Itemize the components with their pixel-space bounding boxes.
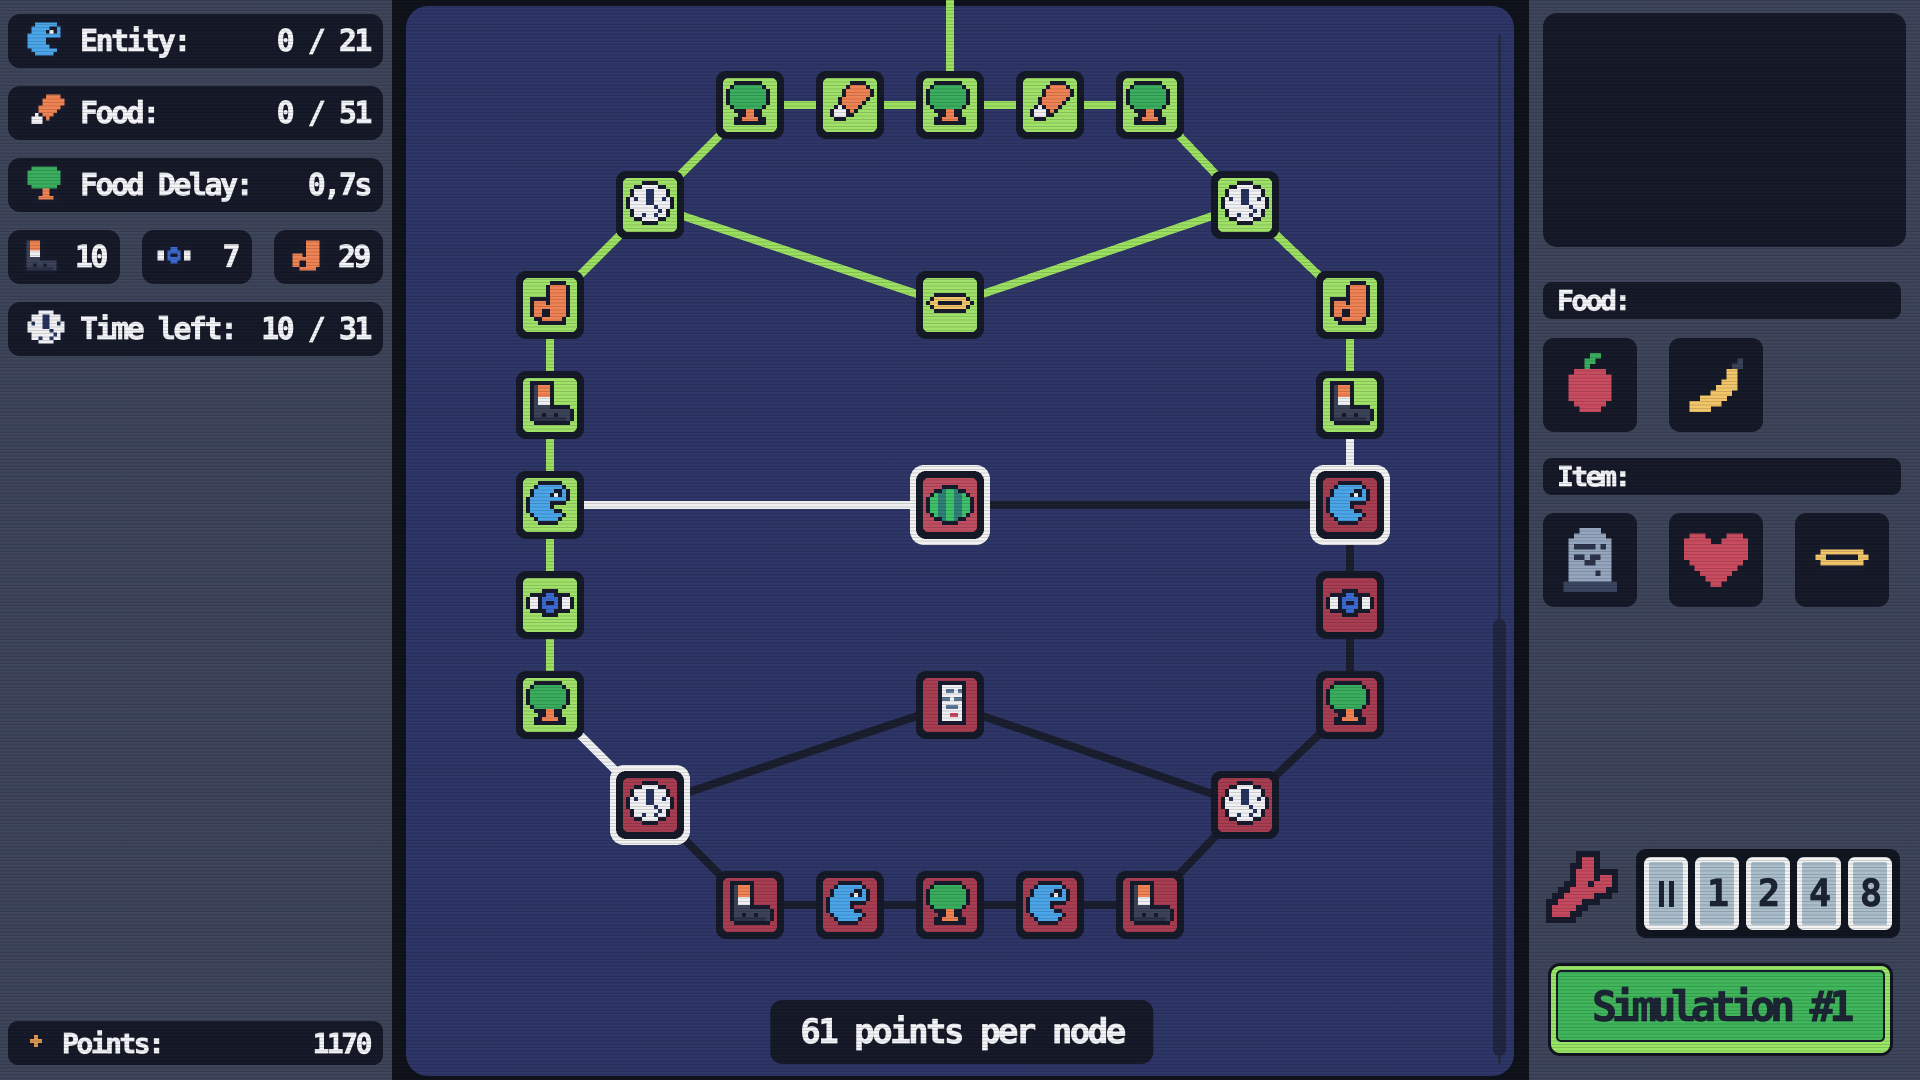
- tooltip-label: 61 points per node: [800, 1012, 1127, 1053]
- speed-button-pause[interactable]: [1644, 857, 1688, 930]
- food-delay-label: Food Delay:: [80, 167, 254, 203]
- points-panel: Points: 1170: [8, 1021, 383, 1065]
- map-node-stomach[interactable]: [516, 271, 584, 339]
- map-scrollbar-thumb[interactable]: [1493, 619, 1506, 1056]
- map-node-entity[interactable]: [1310, 465, 1390, 545]
- speed-button-label: 2: [1757, 872, 1781, 916]
- map-edge-dark: [648, 701, 952, 809]
- simulation-map: 61 points per node: [406, 6, 1514, 1076]
- speed-button-label: 1: [1706, 872, 1730, 916]
- points-value: 1170: [312, 1026, 373, 1060]
- wrench-pixel-icon: [1546, 848, 1619, 926]
- left-sidebar: Entity: 0 / 21 Food: 0 / 51 Food Delay: …: [0, 0, 392, 1080]
- tombstone-icon: [1558, 528, 1622, 593]
- food-stat-panel: Food: 0 / 51: [8, 86, 383, 140]
- map-node-boot[interactable]: [716, 871, 784, 939]
- map-edge-dark: [948, 701, 1247, 809]
- food-slot-banana[interactable]: [1669, 338, 1763, 432]
- map-node-clock[interactable]: [616, 171, 684, 239]
- map-node-tree[interactable]: [716, 71, 784, 139]
- eye-icon: [154, 237, 195, 277]
- map-node-clock[interactable]: [1211, 771, 1279, 839]
- time-left-label: Time left:: [80, 311, 239, 347]
- time-left-stat-panel: Time left: 10 / 31: [8, 302, 383, 356]
- map-node-eye[interactable]: [1316, 571, 1384, 639]
- food-section-header: Food:: [1543, 282, 1901, 319]
- eye-stat-panel: 7: [142, 230, 252, 284]
- banana-icon: [1684, 353, 1748, 417]
- halo-icon: [1810, 528, 1875, 592]
- pause-icon: [1658, 880, 1674, 907]
- heart-icon: [1684, 528, 1749, 592]
- map-edge-green: [948, 201, 1247, 309]
- map-node-boot[interactable]: [1316, 371, 1384, 439]
- map-node-entity[interactable]: [816, 871, 884, 939]
- speed-button-x8[interactable]: 8: [1848, 857, 1892, 930]
- map-node-drumstick[interactable]: [816, 71, 884, 139]
- stomach-icon: [286, 237, 326, 277]
- item-slot-heart[interactable]: [1669, 513, 1763, 607]
- speed-button-x2[interactable]: 2: [1746, 857, 1790, 930]
- map-node-boot[interactable]: [1116, 871, 1184, 939]
- drumstick-icon: [24, 91, 69, 135]
- map-node-entity[interactable]: [516, 471, 584, 539]
- map-node-watermelon[interactable]: [910, 465, 990, 545]
- apple-icon: [1558, 353, 1622, 417]
- entity-stat-panel: Entity: 0 / 21: [8, 14, 383, 68]
- eye-value: 7: [222, 239, 241, 275]
- preview-box: [1543, 13, 1906, 247]
- map-node-note[interactable]: [916, 671, 984, 739]
- item-section-header: Item:: [1543, 458, 1901, 495]
- map-node-tree[interactable]: [516, 671, 584, 739]
- map-node-boot[interactable]: [516, 371, 584, 439]
- points-label: Points:: [62, 1026, 166, 1060]
- map-node-clock[interactable]: [610, 765, 690, 845]
- map-scrollbar-track: [1498, 34, 1501, 1064]
- entity-value: 0 / 21: [276, 23, 373, 59]
- simulation-button[interactable]: Simulation #1: [1548, 963, 1893, 1056]
- simulation-button-label: Simulation #1: [1591, 981, 1855, 1031]
- food-section-label: Food:: [1557, 284, 1632, 318]
- boot-value: 10: [74, 239, 109, 275]
- food-label: Food:: [80, 95, 161, 131]
- map-node-tree[interactable]: [1316, 671, 1384, 739]
- item-slot-tombstone[interactable]: [1543, 513, 1637, 607]
- entity-label: Entity:: [80, 23, 192, 59]
- points-per-node-tooltip: 61 points per node: [770, 1000, 1154, 1064]
- wrench-icon: [1546, 848, 1619, 926]
- item-slot-halo[interactable]: [1795, 513, 1889, 607]
- speed-button-label: 4: [1808, 872, 1832, 916]
- stomach-value: 29: [337, 239, 372, 275]
- speed-button-x1[interactable]: 1: [1695, 857, 1739, 930]
- plus-icon: [24, 1031, 48, 1055]
- tree-icon: [24, 163, 68, 207]
- map-node-clock[interactable]: [1211, 171, 1279, 239]
- food-delay-value: 0,7s: [307, 167, 372, 203]
- map-node-entity[interactable]: [1016, 871, 1084, 939]
- boot-stat-panel: 10: [8, 230, 120, 284]
- food-slot-apple[interactable]: [1543, 338, 1637, 432]
- speed-button-x4[interactable]: 4: [1797, 857, 1841, 930]
- stomach-stat-panel: 29: [274, 230, 383, 284]
- map-edge-green-cap: [946, 0, 954, 10]
- map-edge-green: [648, 201, 952, 309]
- map-node-eye[interactable]: [516, 571, 584, 639]
- entity-icon: [24, 19, 68, 63]
- speed-button-label: 8: [1859, 872, 1883, 916]
- boot-icon: [20, 237, 61, 277]
- time-left-value: 10 / 31: [261, 311, 373, 347]
- map-node-tree[interactable]: [916, 871, 984, 939]
- map-node-tree[interactable]: [1116, 71, 1184, 139]
- map-node-tree[interactable]: [916, 71, 984, 139]
- food-delay-stat-panel: Food Delay: 0,7s: [8, 158, 383, 212]
- item-section-label: Item:: [1557, 460, 1632, 494]
- map-node-drumstick[interactable]: [1016, 71, 1084, 139]
- clock-icon: [24, 307, 69, 351]
- map-node-halo[interactable]: [916, 271, 984, 339]
- map-node-stomach[interactable]: [1316, 271, 1384, 339]
- food-value: 0 / 51: [276, 95, 373, 131]
